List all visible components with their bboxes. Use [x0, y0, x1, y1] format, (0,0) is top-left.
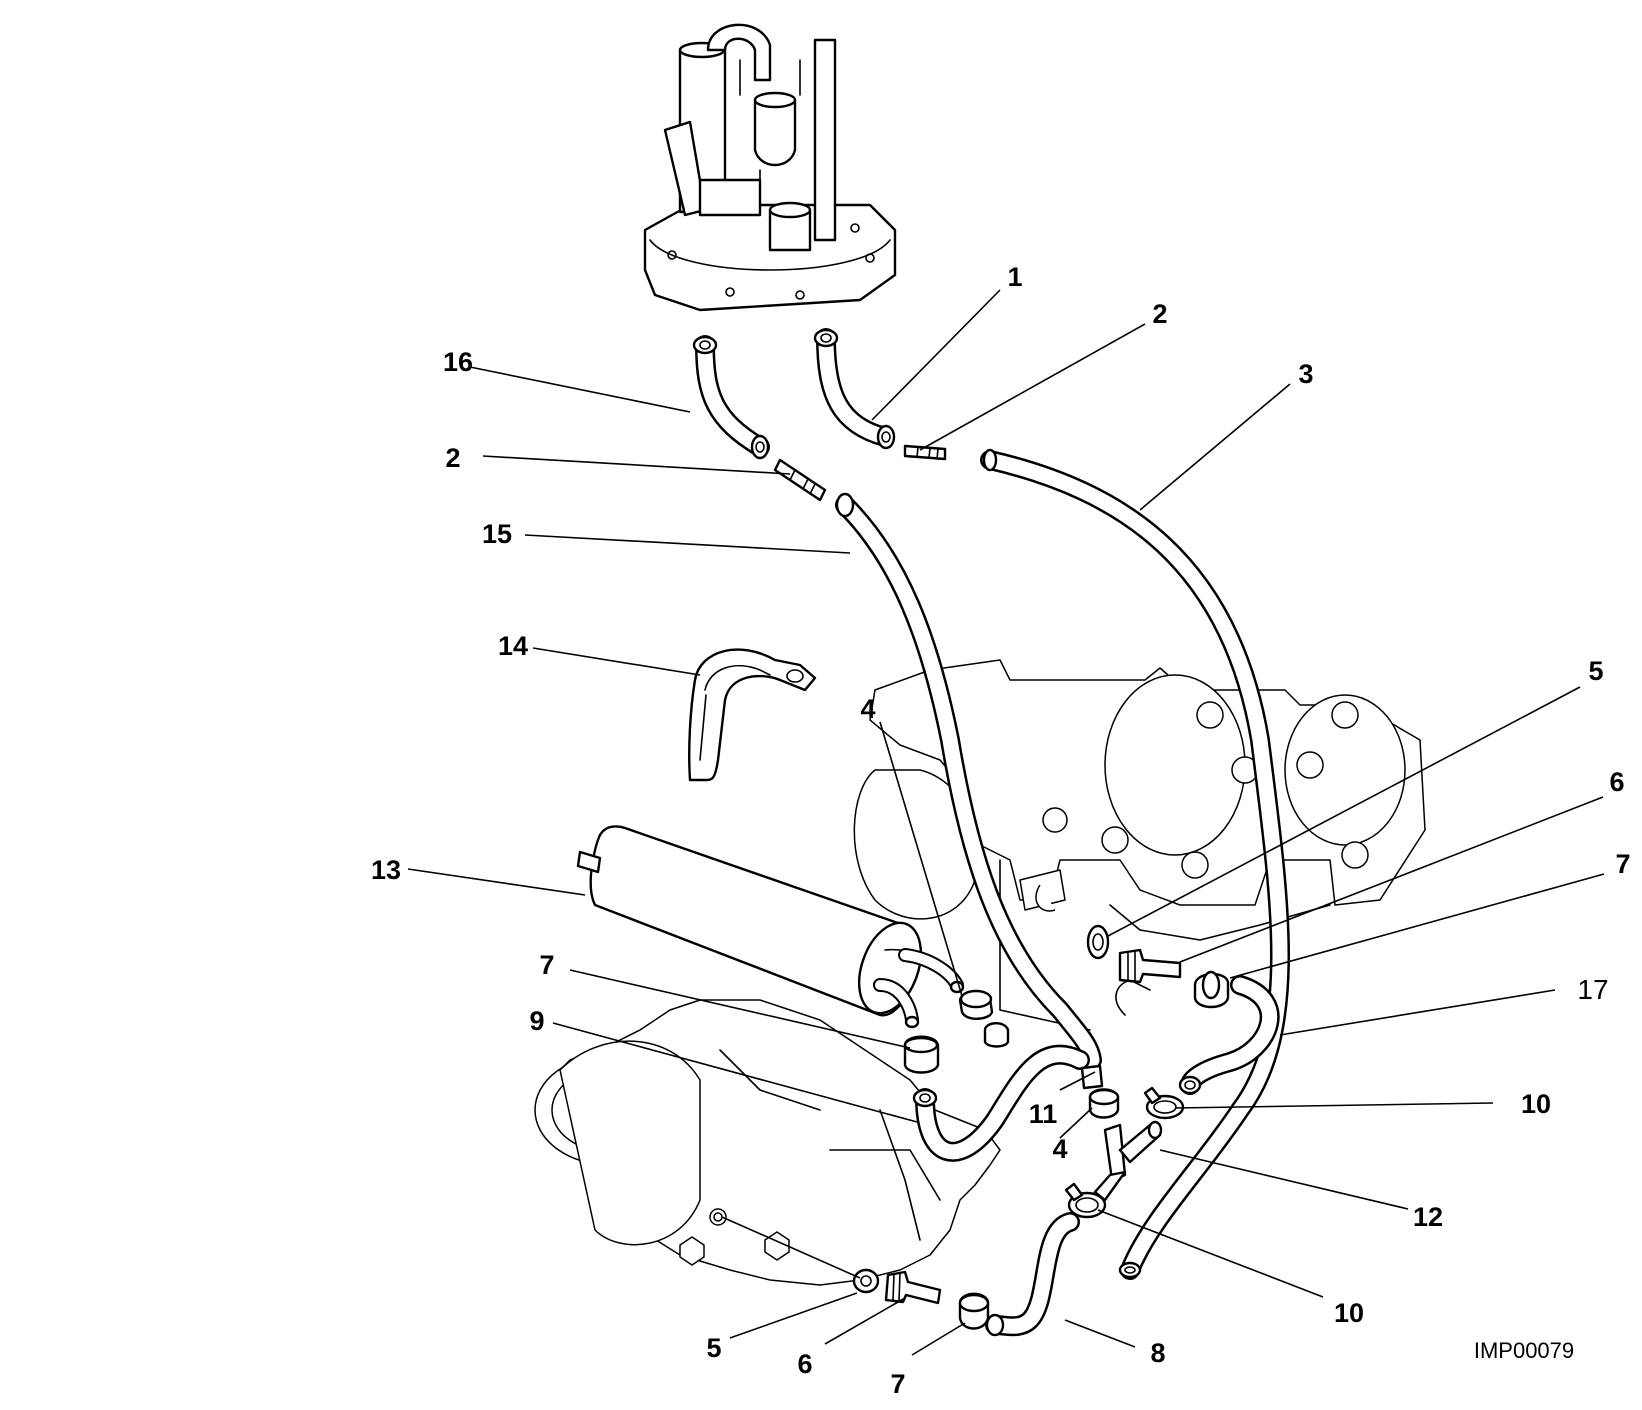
- callout-7: 7: [1615, 849, 1630, 879]
- callout-7: 7: [539, 950, 554, 980]
- connector-2-upper: [903, 444, 947, 461]
- clamp-4-upper: [958, 989, 994, 1020]
- callout-3: 3: [1298, 359, 1313, 389]
- hose-1: [813, 328, 896, 450]
- callout-14: 14: [498, 631, 528, 661]
- fitting-6-lower: [884, 1270, 942, 1305]
- clamp-4-lower: [1088, 1088, 1120, 1119]
- callout-11: 11: [1029, 1099, 1058, 1129]
- callout-2: 2: [1152, 299, 1167, 329]
- engine-crankcase-outline: [853, 659, 1426, 1031]
- callout-9: 9: [529, 1006, 544, 1036]
- callout-labels: 1 2 2 3 4 4 5 5 6 6 7 7 7 8 9 10 10 11 1…: [371, 262, 1631, 1399]
- hose-3: [980, 448, 1290, 1280]
- callout-10: 10: [1521, 1089, 1551, 1119]
- clamp-7-left: [903, 1035, 940, 1074]
- engine-lower-casing-outline: [534, 999, 1001, 1286]
- callout-5: 5: [1588, 656, 1603, 686]
- callout-2: 2: [445, 443, 460, 473]
- reference-code: IMP00079: [1474, 1338, 1574, 1363]
- washer-5-upper: [1086, 924, 1110, 960]
- mounting-bracket-14: [688, 648, 817, 782]
- clamp-10-lower: [1064, 1182, 1107, 1219]
- callout-16: 16: [443, 347, 473, 377]
- callout-7: 7: [890, 1369, 905, 1399]
- callout-8: 8: [1150, 1338, 1165, 1368]
- callout-5: 5: [706, 1333, 721, 1363]
- callout-15: 15: [482, 519, 512, 549]
- clamp-7-upper: [1193, 970, 1230, 1009]
- washer-5-lower: [852, 1268, 880, 1294]
- callout-6: 6: [797, 1349, 812, 1379]
- callout-12: 12: [1413, 1202, 1443, 1232]
- hose-9: [912, 1044, 1090, 1162]
- clamp-7-lower: [958, 1292, 990, 1330]
- callout-17: 17: [1577, 974, 1608, 1005]
- hose-15: [835, 492, 1102, 1070]
- callout-4: 4: [1052, 1134, 1067, 1164]
- hose-8: [985, 1212, 1080, 1337]
- fuel-pump-assembly: [643, 23, 897, 312]
- tee-connector-12: [1093, 1120, 1163, 1202]
- callout-4: 4: [860, 694, 875, 724]
- fitting-6-upper: [1118, 948, 1182, 984]
- callout-1: 1: [1007, 262, 1022, 292]
- connector-2-left: [773, 458, 827, 502]
- clamp-10-upper: [1143, 1086, 1185, 1120]
- fuel-filter-13: [576, 825, 965, 1029]
- clamp-4-small-upper: [983, 1022, 1010, 1048]
- hose-16: [692, 335, 770, 460]
- callout-10: 10: [1334, 1298, 1364, 1328]
- leader-lines: [407, 289, 1605, 1356]
- callout-13: 13: [371, 855, 401, 885]
- hose-17: [1178, 975, 1280, 1095]
- connector-11: [1080, 1064, 1104, 1090]
- callout-6: 6: [1609, 767, 1624, 797]
